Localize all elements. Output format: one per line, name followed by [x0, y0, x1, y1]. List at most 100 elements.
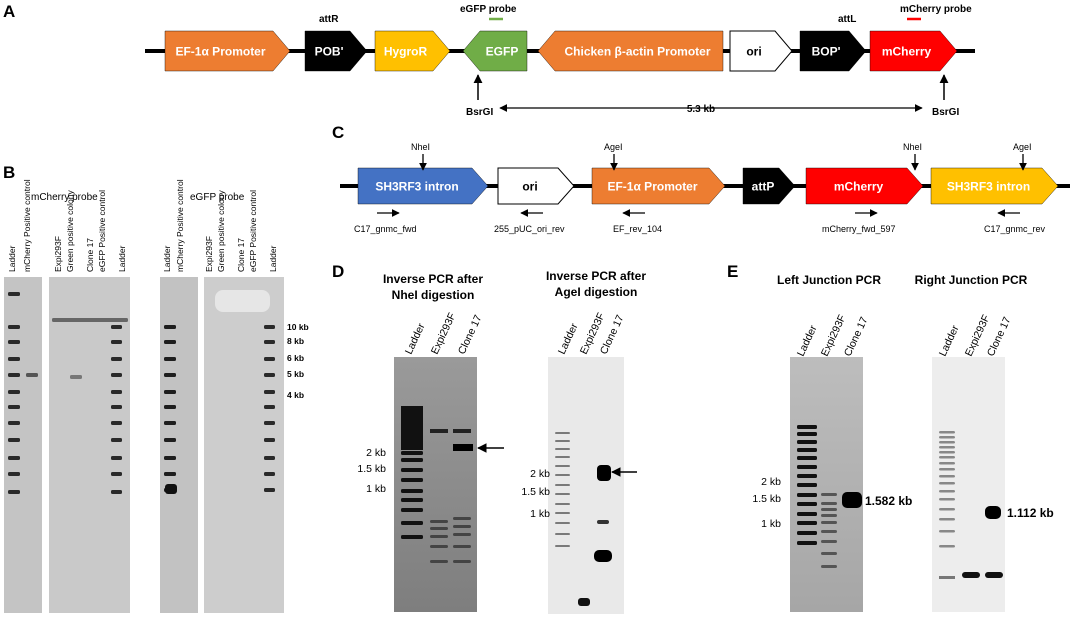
gel-e2-lane-labels: Ladder Expi293F Clone 17 — [937, 313, 1014, 358]
panel-d-letter: D — [332, 262, 344, 281]
gel-band — [597, 465, 611, 481]
gel-band — [430, 429, 448, 433]
ladder-band — [401, 451, 423, 455]
feature-label: mCherry — [834, 180, 884, 194]
site-label: AgeI — [604, 142, 623, 152]
ladder-band — [939, 482, 955, 485]
feature-mcherry — [869, 30, 958, 72]
gel-e1-lane-labels: Ladder Expi293F Clone 17 — [795, 313, 871, 358]
feature-label: EGFP — [486, 45, 519, 59]
ladder-band — [821, 565, 837, 568]
ladder-band — [164, 357, 176, 361]
lane-label: Expi293F — [429, 311, 459, 356]
ladder-band — [430, 560, 448, 563]
lane-label: Clone 17 — [85, 238, 95, 272]
lane-label: Clone 17 — [456, 313, 485, 356]
gel-d2-title-line1: Inverse PCR after — [546, 269, 646, 283]
size-marker: 2 kb — [530, 468, 550, 480]
ladder-band — [797, 465, 817, 469]
ladder-band — [797, 474, 817, 478]
ladder-band — [939, 468, 955, 471]
gel-band — [962, 572, 980, 578]
lane-label: Ladder — [937, 323, 962, 358]
lane-label: Ladder — [268, 245, 278, 272]
ladder-band — [430, 527, 448, 530]
site-label: NheI — [903, 142, 922, 152]
ladder-band — [939, 530, 955, 533]
feature-label: POB' — [315, 45, 344, 59]
panel-e: E Left Junction PCR Right Junction PCR L… — [727, 262, 1054, 612]
site-label: NheI — [411, 142, 430, 152]
egfp-blot-lane-labels: Ladder mCherry Positive control Expi293F… — [162, 179, 278, 272]
ladder-band — [264, 373, 275, 377]
panel-e-letter: E — [727, 262, 738, 281]
ladder-band — [264, 472, 275, 476]
ladder-band — [164, 373, 176, 377]
ladder-band — [453, 533, 471, 536]
lane-label: Expi293F — [53, 236, 63, 272]
band-size-label: 1.582 kb — [865, 494, 912, 508]
gel-d2-lane-labels: Ladder Expi293F Clone 17 — [556, 311, 627, 356]
gel-d1-lane-labels: Ladder Expi293F Clone 17 — [403, 311, 485, 356]
lane-label: Ladder — [795, 323, 820, 358]
ladder-band — [8, 405, 20, 409]
ladder-band — [555, 533, 570, 535]
feature-mcherry — [805, 167, 924, 205]
egfp-blot-left — [160, 277, 198, 613]
ladder-band — [164, 390, 176, 394]
feature-chicken-actin-promoter — [537, 30, 724, 72]
feature-ori — [497, 167, 575, 205]
gel-e1-markers: 2 kb 1.5 kb 1 kb — [752, 476, 781, 530]
ladder-band — [797, 432, 817, 436]
lane-label: Green positive colony — [216, 190, 226, 272]
size-marker: 2 kb — [366, 447, 386, 459]
feature-label: attP — [752, 180, 775, 194]
ladder-band — [453, 517, 471, 520]
blot-band — [26, 373, 38, 377]
feature-label: mCherry — [882, 45, 932, 59]
ladder-band — [555, 522, 570, 524]
ladder-band — [555, 432, 570, 434]
feature-sh3rf3-intron — [357, 167, 489, 205]
ladder-band — [8, 390, 20, 394]
gel-band — [597, 520, 609, 524]
feature-label: Chicken β-actin Promoter — [564, 45, 710, 59]
site-label: AgeI — [1013, 142, 1032, 152]
ladder-band — [821, 540, 837, 543]
primer-label: 255_pUC_ori_rev — [494, 224, 565, 234]
ladder-band — [939, 508, 955, 511]
mcherry-blot-left — [4, 277, 42, 613]
size-marker: 5 kb — [287, 369, 304, 379]
mcherry-probe-label: mCherry probe — [900, 4, 972, 15]
lane-label: Expi293F — [204, 236, 214, 272]
size-marker: 1.5 kb — [521, 486, 550, 498]
size-marker: 4 kb — [287, 390, 304, 400]
attl-label: attL — [838, 14, 856, 25]
ladder-band — [797, 531, 817, 535]
lane-label: Clone 17 — [236, 238, 246, 272]
ladder-band — [8, 340, 20, 344]
ladder-band — [821, 502, 837, 505]
size-marker: 1 kb — [530, 508, 550, 520]
ladder-band — [453, 525, 471, 528]
lane-label: eGFP Positive control — [248, 190, 258, 272]
feature-hygror — [374, 30, 451, 72]
ladder-band — [821, 514, 837, 517]
ladder-band — [797, 502, 817, 506]
feature-label: ori — [522, 180, 537, 194]
feature-label: SH3RF3 intron — [947, 180, 1030, 194]
primer-label: EF_rev_104 — [613, 224, 662, 234]
ladder-band — [164, 325, 176, 329]
gel-band — [985, 506, 1001, 519]
size-marker: 1 kb — [761, 518, 781, 530]
gel-d1-title-line1: Inverse PCR after — [383, 272, 483, 286]
ladder-band — [401, 508, 423, 512]
ladder-band — [401, 489, 423, 493]
blot-band — [52, 318, 128, 322]
gel-e2-title: Right Junction PCR — [915, 273, 1028, 287]
primer-label: mCherry_fwd_597 — [822, 224, 896, 234]
ladder-band — [939, 490, 955, 493]
ladder-band — [797, 440, 817, 444]
